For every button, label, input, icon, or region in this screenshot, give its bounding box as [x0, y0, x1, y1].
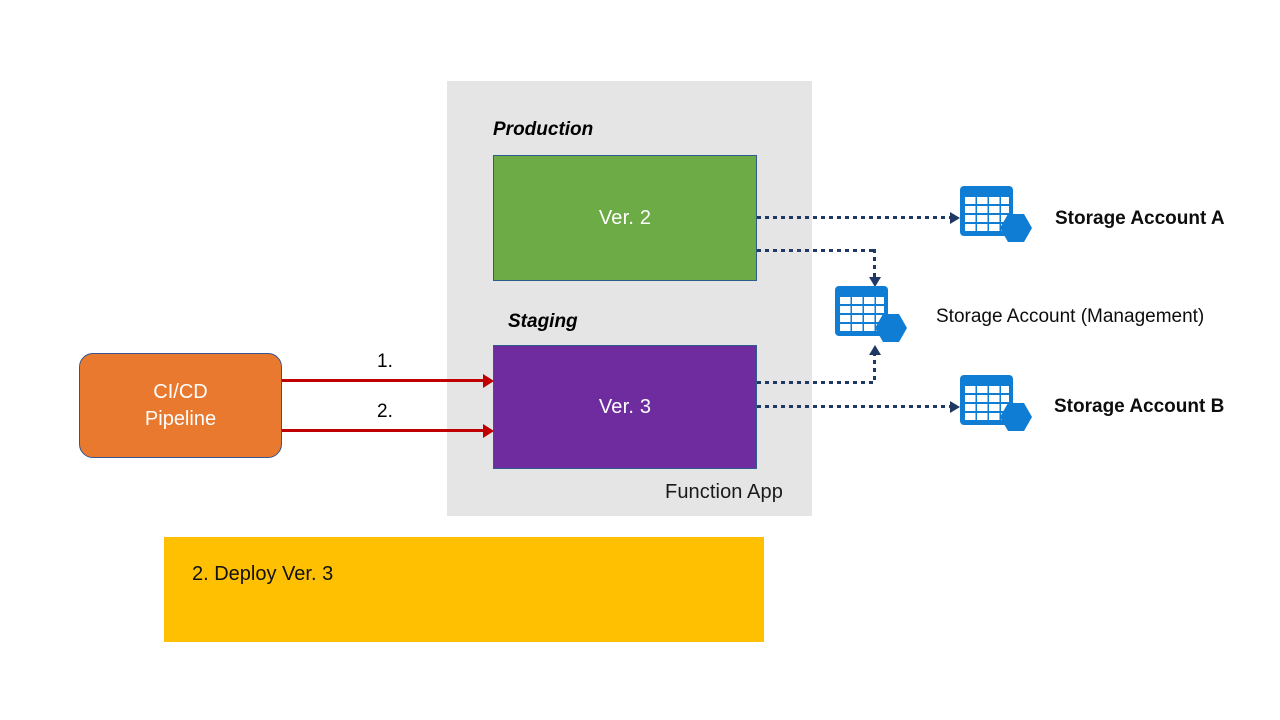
storage-account-management-label: Storage Account (Management)	[936, 306, 1205, 327]
connector-production-to-management-head-icon	[868, 277, 881, 287]
storage-account-b-label: Storage Account B	[1054, 396, 1225, 417]
cicd-pipeline-box: CI/CD Pipeline	[79, 353, 282, 458]
pipeline-arrow-2-line	[282, 429, 489, 432]
step-2-label: 2.	[377, 401, 393, 422]
deploy-callout-text: 2. Deploy Ver. 3	[192, 563, 334, 585]
deploy-callout-banner	[164, 537, 764, 642]
production-version-text: Ver. 2	[598, 206, 652, 229]
cicd-pipeline-line1: CI/CD	[153, 380, 208, 403]
connector-production-to-storage-a-head-icon	[950, 211, 960, 224]
pipeline-arrow-2-head-icon	[483, 423, 494, 438]
connector-staging-to-storage-b	[757, 405, 955, 408]
staging-version-box: Ver. 3	[493, 345, 757, 469]
connector-staging-to-management-horizontal	[757, 381, 876, 384]
connector-staging-to-management-vertical	[873, 352, 876, 383]
step-1-label: 1.	[377, 351, 393, 372]
storage-account-icon	[833, 282, 909, 358]
staging-slot-label: Staging	[508, 311, 578, 332]
function-app-label: Function App	[665, 481, 783, 503]
pipeline-arrow-1-head-icon	[483, 373, 494, 388]
connector-staging-to-management-head-icon	[868, 345, 881, 355]
cicd-pipeline-line2: Pipeline	[144, 407, 217, 430]
storage-account-a-label: Storage Account A	[1055, 208, 1225, 229]
production-version-box: Ver. 2	[493, 155, 757, 281]
storage-account-icon	[958, 371, 1034, 447]
connector-staging-to-storage-b-head-icon	[950, 400, 960, 413]
production-slot-label: Production	[493, 119, 594, 140]
staging-version-text: Ver. 3	[598, 395, 652, 418]
connector-production-to-management-vertical	[873, 249, 876, 282]
connector-production-to-management-horizontal	[757, 249, 876, 252]
pipeline-arrow-1-line	[282, 379, 489, 382]
storage-account-icon	[958, 182, 1034, 258]
connector-production-to-storage-a	[757, 216, 955, 219]
